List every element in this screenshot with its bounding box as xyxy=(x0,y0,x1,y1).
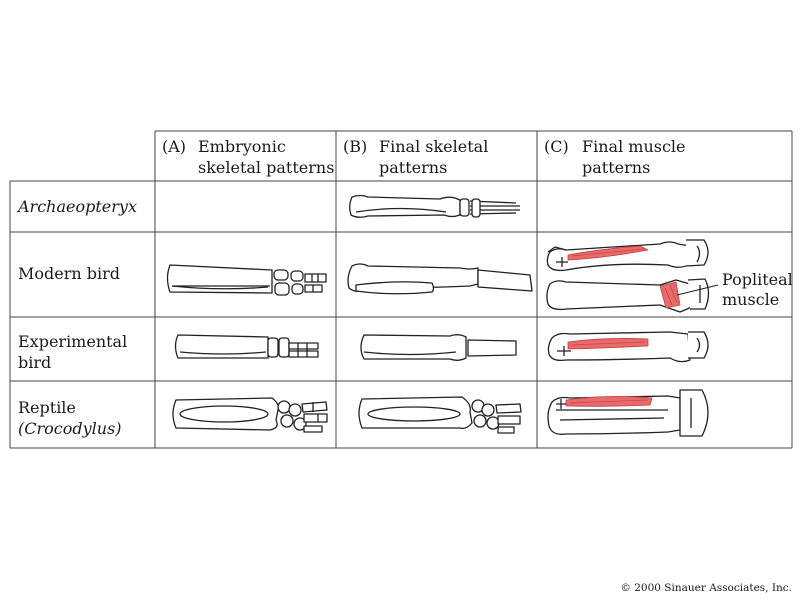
popliteal-muscle-callout: Popliteal muscle xyxy=(722,270,793,310)
row-label-archaeopteryx: Archaeopteryx xyxy=(18,197,137,216)
column-title-line1: Final skeletal xyxy=(379,137,489,156)
column-title-line1: Embryonic xyxy=(198,137,286,156)
column-title-line1: Final muscle xyxy=(582,137,686,156)
column-title-line2: patterns xyxy=(582,158,651,177)
reptile-final-skeleton xyxy=(358,396,522,434)
column-title-line2: patterns xyxy=(379,158,448,177)
column-title-line2: skeletal patterns xyxy=(198,158,335,177)
modern-bird-final-muscle xyxy=(546,239,719,313)
callout-line2: muscle xyxy=(722,290,780,309)
row-label-modern-bird: Modern bird xyxy=(18,264,121,283)
row-label-line1: Reptile xyxy=(18,398,76,417)
reptile-embryonic-skeleton xyxy=(172,397,328,433)
callout-line1: Popliteal xyxy=(722,270,793,289)
experimental-bird-embryonic-skeleton xyxy=(174,334,319,359)
modern-bird-final-skeleton xyxy=(347,263,533,295)
row-label-line2: (Crocodylus) xyxy=(18,419,122,438)
copyright-notice: © 2000 Sinauer Associates, Inc. xyxy=(620,582,792,594)
row-label-line2: bird xyxy=(18,353,52,372)
column-letter: (C) xyxy=(544,137,569,156)
experimental-bird-final-skeleton xyxy=(360,334,517,361)
archaeopteryx-final-skeleton xyxy=(349,194,520,218)
experimental-bird-final-muscle xyxy=(547,331,709,363)
row-label-reptile: Reptile (Crocodylus) xyxy=(18,397,122,439)
modern-bird-embryonic-skeleton xyxy=(166,264,327,296)
column-letter: (B) xyxy=(343,137,368,156)
column-letter: (A) xyxy=(162,137,187,156)
reptile-final-muscle xyxy=(547,389,709,437)
row-label-line1: Experimental xyxy=(18,332,128,351)
row-label-experimental-bird: Experimental bird xyxy=(18,331,127,373)
